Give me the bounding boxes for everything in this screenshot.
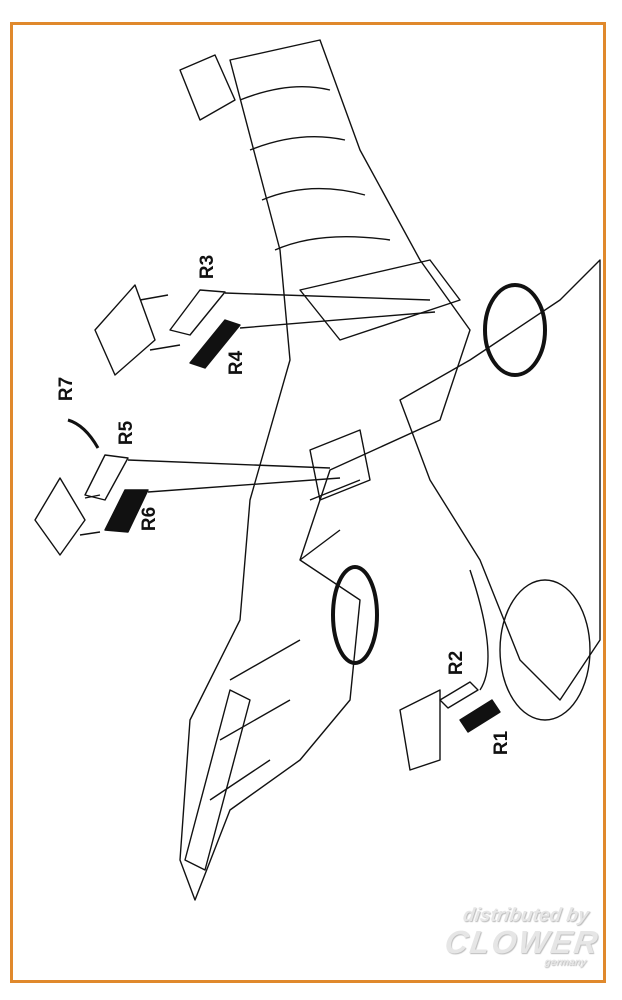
- part-r7: [67, 418, 100, 449]
- instruction-frame: [10, 22, 606, 983]
- wing-panel-lines: [209, 479, 361, 801]
- part-door-upper: [94, 284, 156, 376]
- engine-nacelle: [499, 579, 591, 721]
- part-r6: [104, 489, 149, 533]
- part-label-r6: R6: [139, 506, 161, 532]
- distributor-watermark: distributed by CLOWER germany: [434, 905, 613, 968]
- wheel-left: [331, 565, 379, 665]
- fuselage: [399, 259, 601, 701]
- part-r4: [189, 319, 241, 369]
- part-r3: [169, 289, 226, 336]
- part-r1: [459, 699, 501, 733]
- part-door-lower: [34, 477, 86, 556]
- tail-fin: [179, 54, 236, 121]
- part-label-r3: R3: [197, 254, 219, 280]
- part-r1-r2-box: [399, 689, 441, 771]
- part-r2: [439, 681, 479, 709]
- watermark-logo: CLOWER: [442, 924, 602, 960]
- part-r5: [84, 454, 129, 501]
- part-label-r5: R5: [116, 420, 138, 446]
- assembly-arrows: [79, 292, 489, 691]
- part-label-r4: R4: [226, 350, 248, 376]
- flap: [184, 689, 251, 871]
- landing-gear-bay: [299, 259, 461, 501]
- wheel-right: [483, 283, 547, 377]
- part-label-r2: R2: [446, 650, 468, 676]
- part-label-r1: R1: [491, 730, 513, 756]
- part-label-r7: R7: [56, 376, 78, 402]
- wing-outline: [179, 39, 471, 901]
- wing-rib-lines: [239, 86, 391, 251]
